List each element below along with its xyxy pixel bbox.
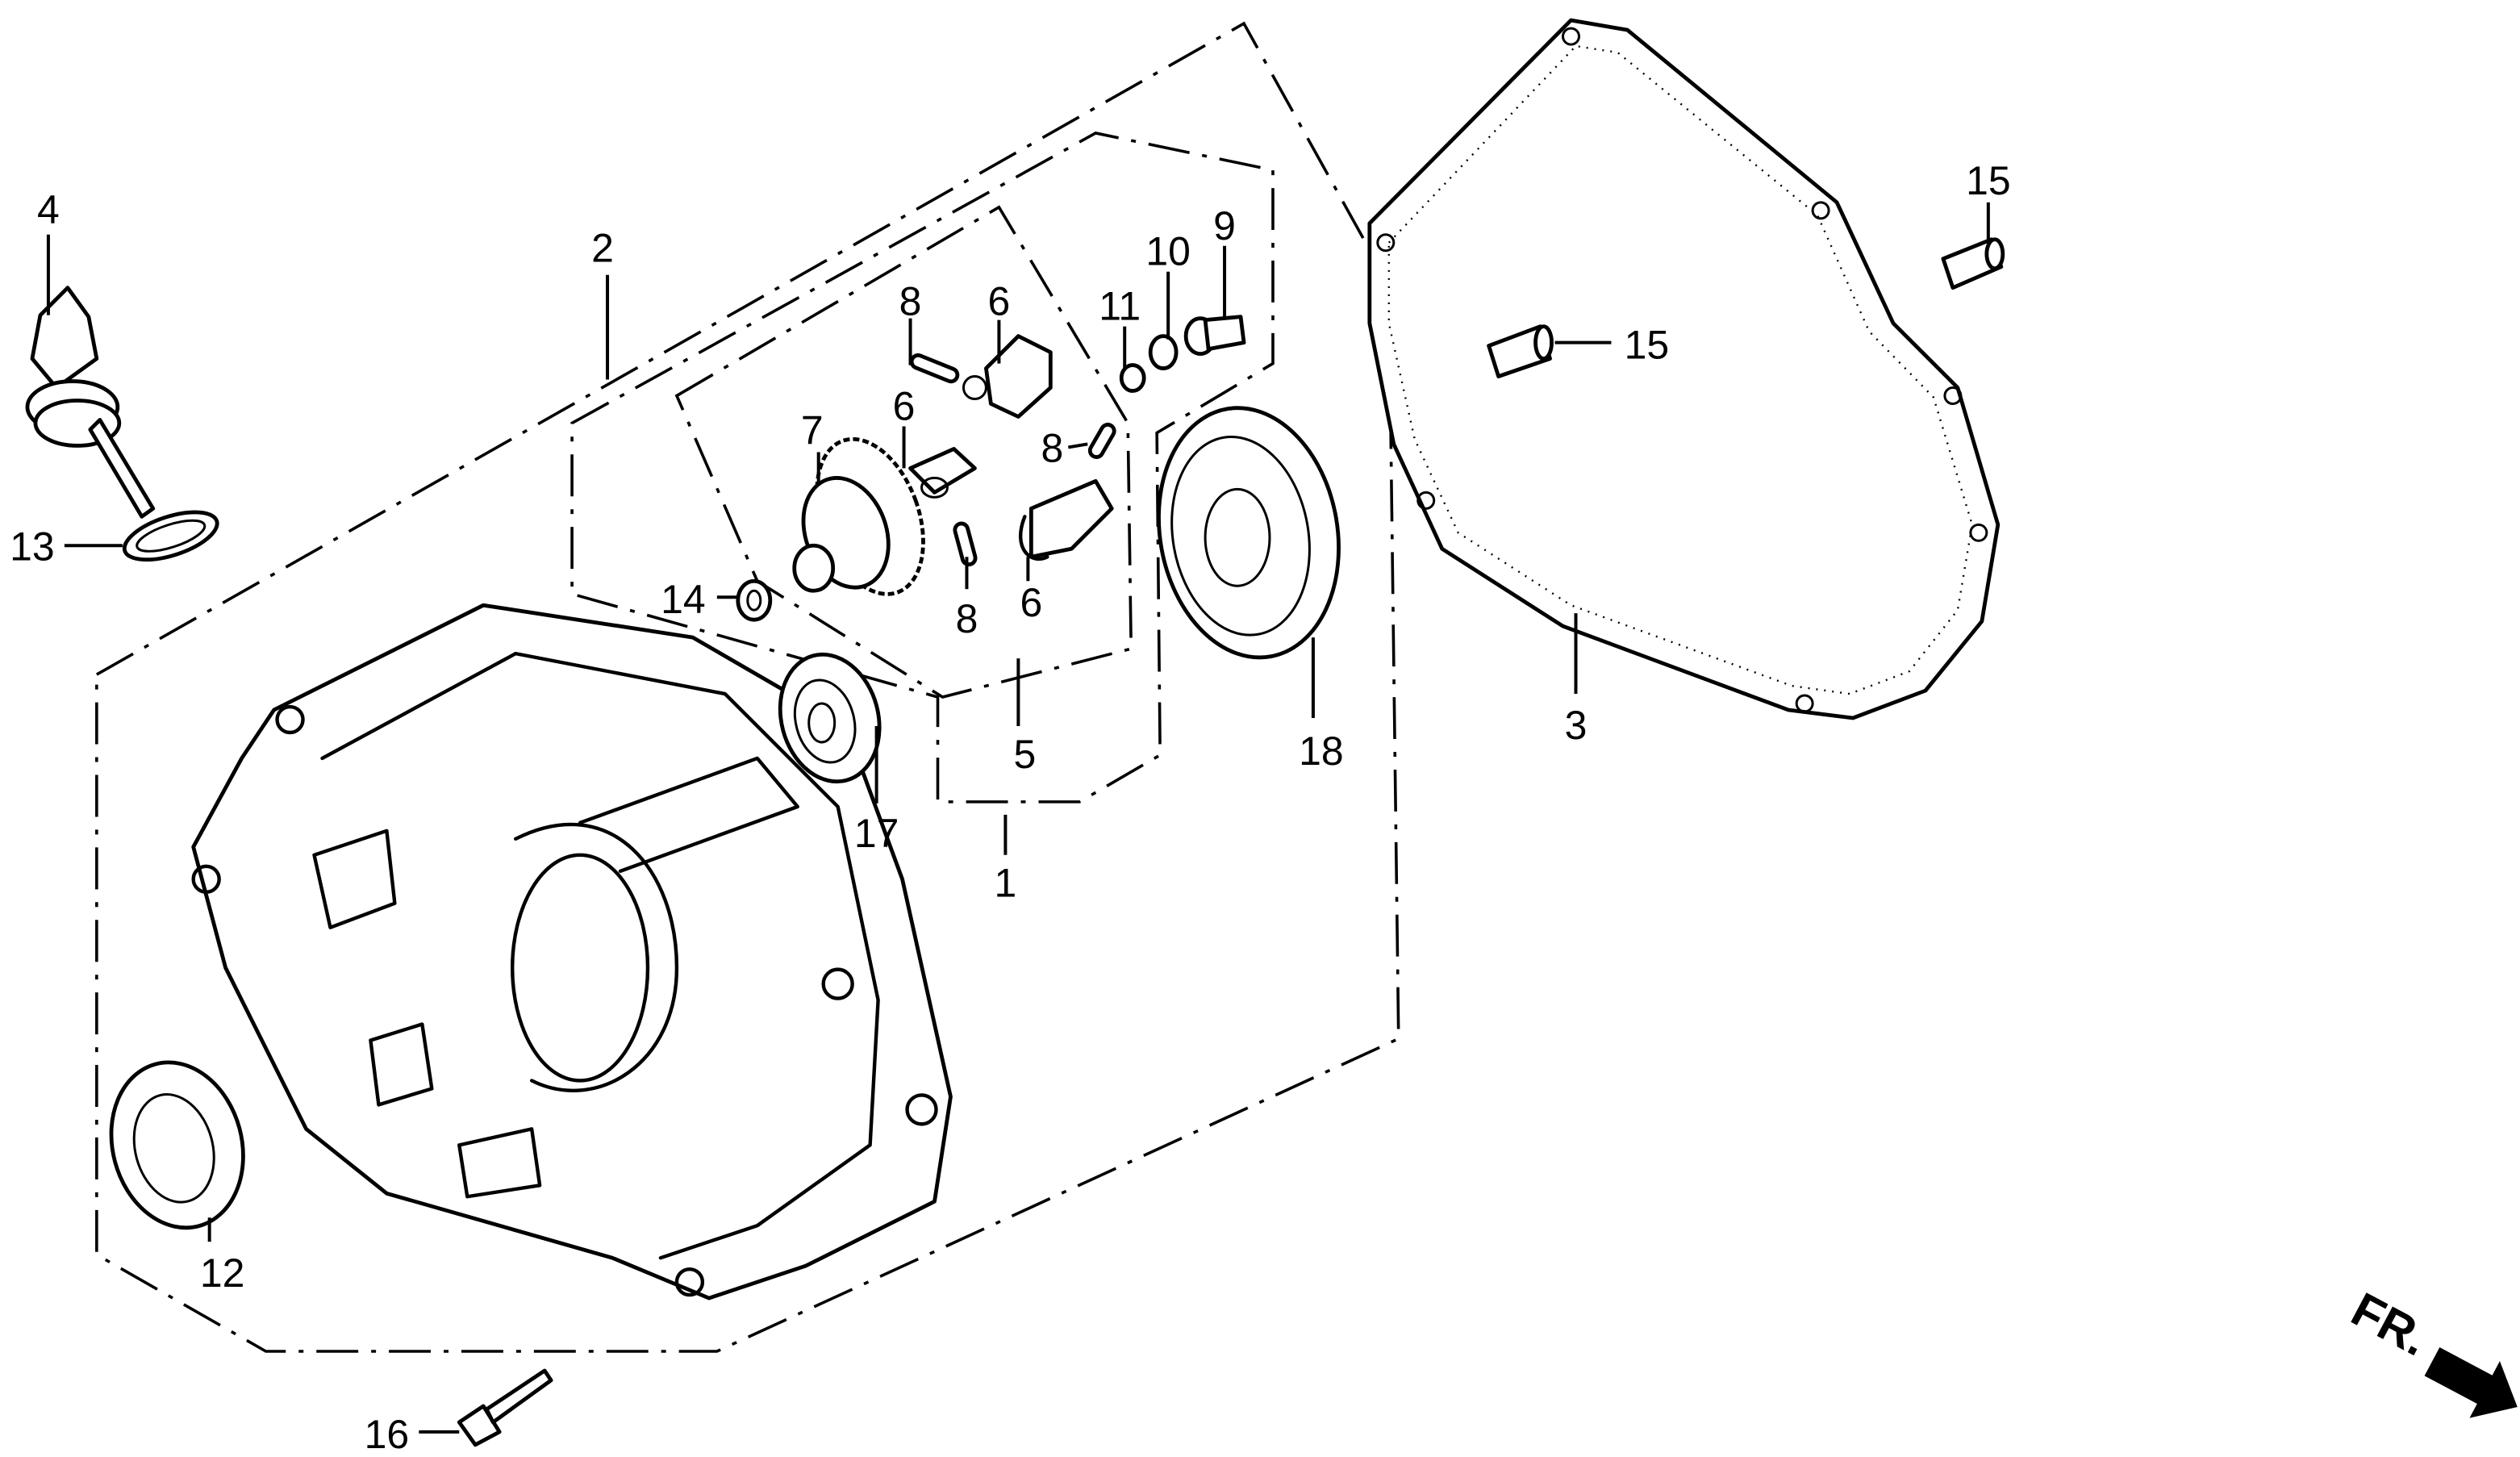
callouts: 1 2 3 4 5 6 6 6 7 8 8 8 9 10 11 12 13 14… bbox=[10, 158, 2010, 1457]
callout-7: 7 bbox=[801, 407, 824, 453]
part-pin-8c bbox=[953, 521, 978, 567]
part-oil-seal bbox=[109, 1060, 245, 1230]
callout-6a: 6 bbox=[988, 279, 1011, 324]
part-circlip-11 bbox=[1119, 363, 1146, 393]
part-governor-weight-upper bbox=[962, 334, 1053, 419]
callout-16: 16 bbox=[365, 1412, 410, 1457]
part-bearing-small bbox=[778, 652, 882, 784]
callout-8b: 8 bbox=[1041, 425, 1063, 470]
front-direction-marker: FR. bbox=[2343, 1282, 2518, 1418]
part-bolt-9 bbox=[1183, 315, 1246, 356]
callout-12: 12 bbox=[200, 1250, 245, 1296]
part-washer-13 bbox=[122, 510, 219, 562]
part-pin-8a bbox=[909, 353, 960, 384]
callout-6c: 6 bbox=[1020, 580, 1042, 625]
part-gasket bbox=[1367, 18, 2001, 720]
callout-1: 1 bbox=[995, 861, 1017, 906]
callout-13: 13 bbox=[10, 524, 55, 569]
callout-14: 14 bbox=[661, 577, 706, 622]
callout-3: 3 bbox=[1565, 703, 1588, 748]
front-label: FR. bbox=[2343, 1282, 2438, 1366]
part-washer-10 bbox=[1148, 334, 1179, 370]
part-bolt-16 bbox=[457, 1368, 553, 1447]
part-bearing-large bbox=[1157, 406, 1341, 660]
part-dowel-15b bbox=[1487, 324, 1554, 378]
part-crankcase-cover bbox=[191, 603, 953, 1300]
callout-18: 18 bbox=[1299, 728, 1344, 774]
callout-9: 9 bbox=[1213, 203, 1236, 248]
callout-15b: 15 bbox=[1625, 323, 1670, 368]
callout-8c: 8 bbox=[956, 596, 978, 641]
part-governor-slider bbox=[908, 447, 977, 499]
part-oil-filler-cap bbox=[25, 286, 156, 519]
callout-10: 10 bbox=[1145, 229, 1191, 274]
callout-15a: 15 bbox=[1966, 158, 2011, 203]
leader-lines bbox=[46, 202, 1990, 1434]
part-washer-14-inner bbox=[746, 589, 762, 612]
callout-11: 11 bbox=[1099, 284, 1141, 329]
callout-2: 2 bbox=[591, 226, 614, 271]
callout-17: 17 bbox=[854, 811, 899, 856]
part-washer-14 bbox=[736, 578, 773, 622]
outline-group-2 bbox=[95, 21, 1400, 1353]
callout-8a: 8 bbox=[899, 279, 922, 324]
arrow-right-down-icon bbox=[2424, 1347, 2518, 1418]
part-governor-gear bbox=[792, 436, 925, 596]
callout-5: 5 bbox=[1013, 732, 1036, 777]
callout-4: 4 bbox=[37, 187, 60, 232]
part-pin-8b bbox=[1087, 422, 1116, 459]
part-governor-weight-lower bbox=[1019, 478, 1114, 561]
part-washer-13-inner bbox=[136, 519, 207, 553]
part-dowel-15a bbox=[1941, 237, 2005, 290]
callout-6b: 6 bbox=[893, 383, 916, 428]
